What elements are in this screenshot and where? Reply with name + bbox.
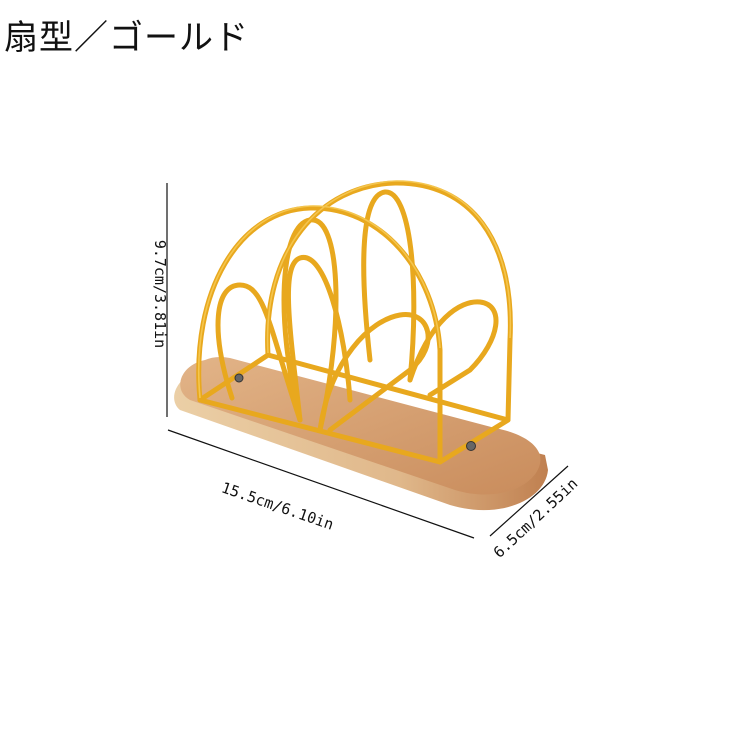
- gold-wire-highlight: [198, 180, 512, 399]
- product-title: 扇型／ゴールド: [4, 18, 249, 58]
- screw-right: [466, 441, 476, 451]
- width-dimension-line: [167, 429, 475, 539]
- depth-dimension-line: [489, 465, 569, 537]
- screw-left: [234, 373, 244, 383]
- height-label: 9.7cm/3.81in: [151, 239, 169, 349]
